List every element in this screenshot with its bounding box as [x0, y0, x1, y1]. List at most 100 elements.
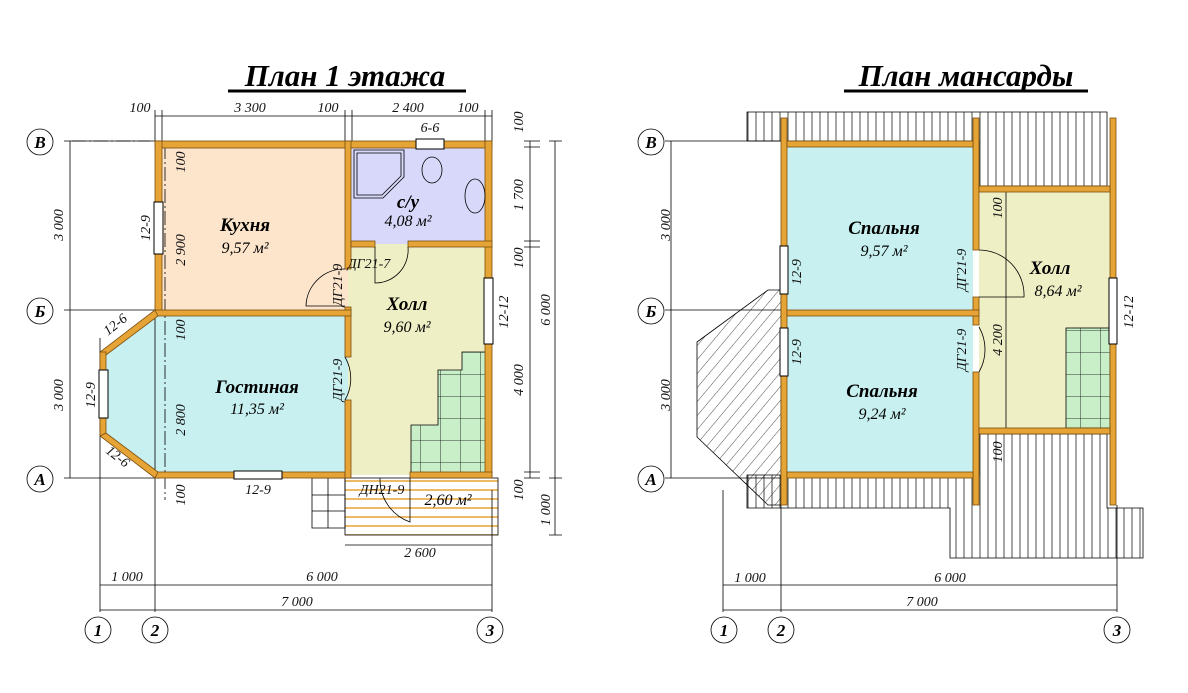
svg-text:100: 100 [318, 101, 339, 116]
window-6-6 [415, 138, 445, 150]
svg-text:7 000: 7 000 [906, 595, 938, 610]
svg-text:А: А [644, 470, 656, 489]
svg-text:2: 2 [150, 621, 160, 640]
svg-text:100: 100 [512, 480, 527, 501]
svg-text:3: 3 [485, 621, 495, 640]
svg-text:100: 100 [512, 248, 527, 269]
svg-text:12-9: 12-9 [245, 483, 271, 498]
room-name: Спальня [848, 218, 920, 239]
room-name: Холл [1029, 258, 1071, 279]
svg-text:100: 100 [991, 198, 1006, 219]
first-floor-plan: План 1 этажа Кухня 9,57 м² с/у 4,08 м² Х… [26, 58, 562, 644]
svg-text:ДН21-9: ДН21-9 [358, 483, 405, 498]
porch-area: 2,60 м² [424, 492, 472, 509]
svg-text:ДГ21-9: ДГ21-9 [955, 249, 970, 294]
staircase [1065, 327, 1111, 429]
svg-text:3 000: 3 000 [52, 209, 67, 242]
svg-text:100: 100 [174, 152, 189, 173]
svg-text:1 000: 1 000 [734, 571, 766, 586]
svg-text:7 000: 7 000 [281, 595, 313, 610]
bedroom-area [787, 316, 973, 472]
room-name: Гостиная [214, 377, 299, 398]
svg-text:ДГ21-7: ДГ21-7 [346, 257, 392, 272]
room-name: Спальня [846, 381, 918, 402]
svg-text:ДГ21-9: ДГ21-9 [331, 264, 346, 309]
svg-text:4 200: 4 200 [991, 324, 1006, 356]
svg-text:2 900: 2 900 [174, 234, 189, 266]
window-living [233, 470, 283, 480]
room-area: 11,35 м² [230, 401, 285, 418]
svg-text:3 000: 3 000 [659, 209, 674, 242]
svg-text:3 300: 3 300 [233, 101, 266, 116]
room-area: 9,60 м² [383, 319, 431, 336]
plan-title: План 1 этажа [244, 58, 445, 93]
svg-text:1 000: 1 000 [111, 570, 143, 585]
window-kitchen [153, 201, 164, 255]
bedroom-area [787, 147, 973, 310]
svg-text:6 000: 6 000 [934, 571, 966, 586]
svg-text:ДГ21-9: ДГ21-9 [331, 359, 346, 404]
window-bay [98, 369, 109, 419]
door-swings [978, 249, 1025, 373]
svg-text:12-9: 12-9 [790, 259, 805, 285]
svg-text:2: 2 [776, 621, 786, 640]
svg-text:100: 100 [174, 485, 189, 506]
svg-text:100: 100 [991, 442, 1006, 463]
window-bedroom [779, 245, 789, 295]
axis-markers: В Б А 1 2 3 [637, 128, 1131, 644]
room-area: 9,24 м² [858, 406, 906, 423]
window-bedroom [779, 327, 789, 377]
svg-text:2 400: 2 400 [392, 101, 424, 116]
kitchen-area [158, 144, 348, 314]
porch [344, 477, 499, 536]
svg-text:100: 100 [174, 320, 189, 341]
svg-text:В: В [33, 133, 45, 152]
plan-title: План мансарды [858, 58, 1074, 93]
svg-text:3: 3 [1112, 621, 1122, 640]
toilet [421, 156, 443, 184]
svg-text:100: 100 [130, 101, 151, 116]
svg-text:В: В [644, 133, 656, 152]
svg-text:12-9: 12-9 [139, 215, 154, 241]
room-area: 8,64 м² [1034, 283, 1082, 300]
svg-text:6-6: 6-6 [421, 121, 440, 136]
door-swings [305, 246, 411, 523]
bay-roof [696, 289, 782, 506]
svg-text:1: 1 [720, 621, 729, 640]
svg-text:2 800: 2 800 [174, 404, 189, 436]
dimensions: 100 3 300 100 2 400 100 100 1 700 100 4 … [52, 101, 554, 610]
svg-text:6 000: 6 000 [539, 294, 554, 326]
shower-tray [353, 149, 405, 199]
svg-text:А: А [33, 470, 45, 489]
sink [464, 178, 486, 214]
svg-text:ДГ21-9: ДГ21-9 [955, 329, 970, 374]
room-area: 9,57 м² [860, 243, 908, 260]
svg-text:6 000: 6 000 [306, 570, 338, 585]
svg-text:1 000: 1 000 [539, 494, 554, 526]
room-area: 9,57 м² [221, 240, 269, 257]
svg-text:2 600: 2 600 [404, 546, 436, 561]
axis-markers: В Б А 1 2 3 [26, 128, 504, 644]
attic-plan: План мансарды Спальня 9,57 м² Спальня 9,… [637, 58, 1144, 644]
room-name: с/у [397, 192, 420, 213]
svg-text:3 000: 3 000 [659, 379, 674, 412]
svg-text:1: 1 [94, 621, 103, 640]
svg-text:12-9: 12-9 [84, 382, 99, 408]
window-hall [483, 277, 494, 345]
room-name: Кухня [219, 215, 270, 236]
svg-text:3 000: 3 000 [52, 379, 67, 412]
svg-text:100: 100 [512, 112, 527, 133]
svg-text:100: 100 [458, 101, 479, 116]
svg-text:Б: Б [34, 302, 46, 321]
svg-text:12-12: 12-12 [1122, 296, 1137, 329]
bathroom-area [348, 144, 489, 244]
room-name: Холл [386, 294, 428, 315]
porch-steps [311, 477, 346, 529]
window-hall [1108, 277, 1118, 345]
dimensions: 3 000 3 000 100 4 200 100 1 000 6 000 7 … [659, 198, 1137, 611]
svg-text:Б: Б [645, 302, 657, 321]
room-area: 4,08 м² [384, 213, 432, 230]
svg-text:12-9: 12-9 [790, 339, 805, 365]
svg-text:4 000: 4 000 [512, 364, 527, 396]
